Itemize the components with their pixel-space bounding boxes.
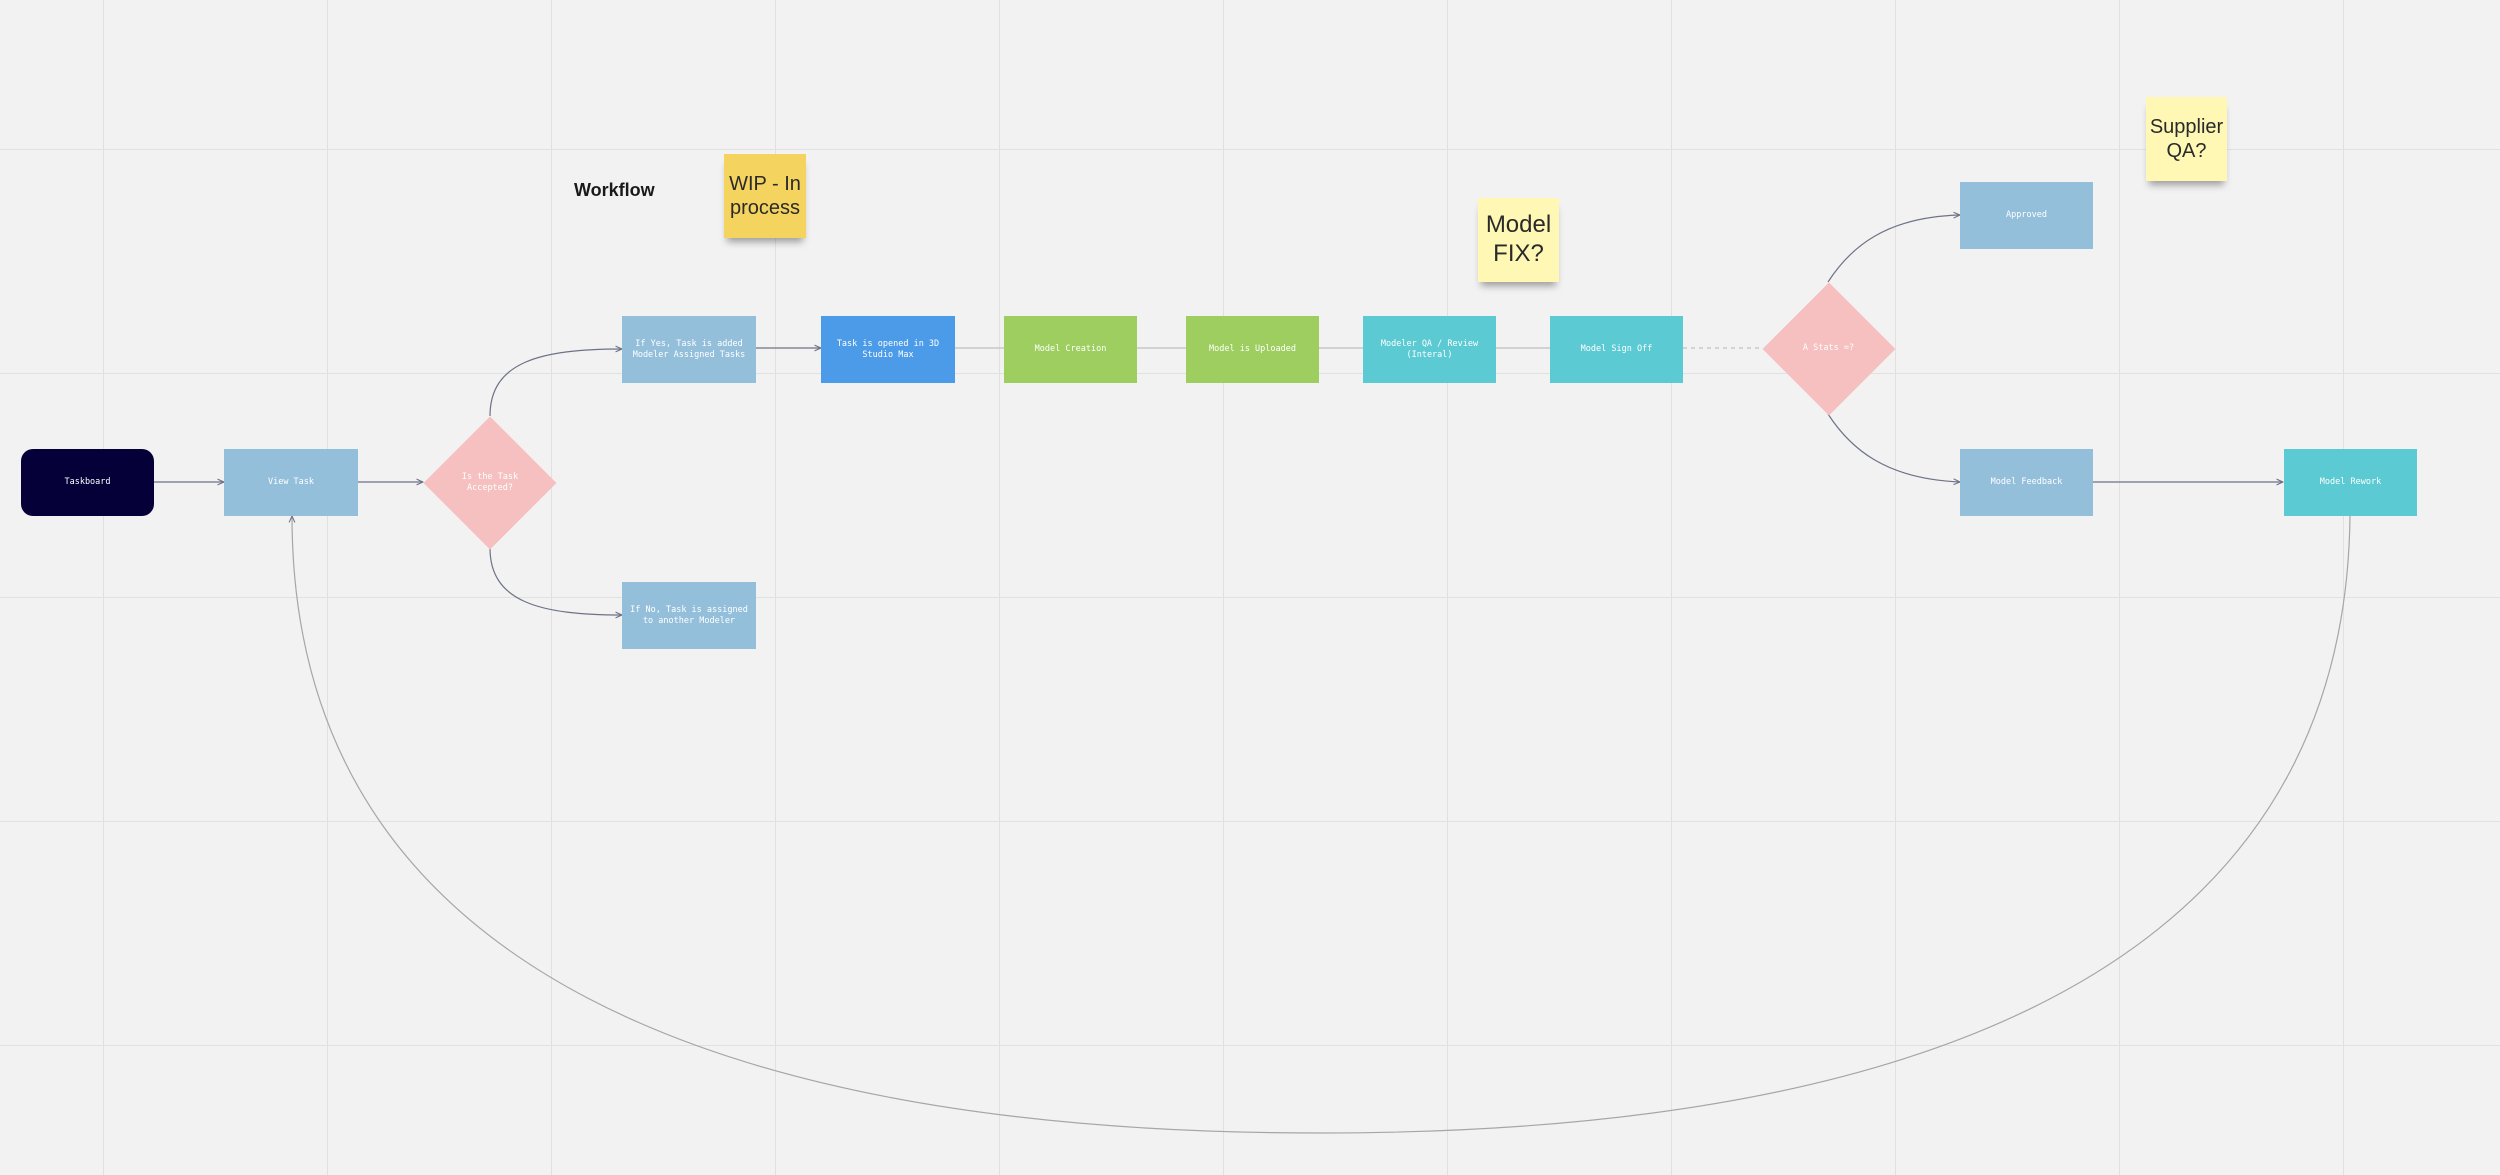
grid-line: [1671, 0, 1672, 1175]
grid-line: [1895, 0, 1896, 1175]
grid-line: [103, 0, 104, 1175]
grid-line: [0, 1045, 2500, 1046]
connector-status-feedback: [1827, 413, 1960, 482]
connector-decision-yes: [489, 349, 622, 417]
connector-status-approved: [1827, 215, 1960, 283]
node-model-feedback[interactable]: Model Feedback: [1960, 449, 2093, 516]
node-no-reassigned[interactable]: If No, Task is assigned to another Model…: [622, 582, 756, 649]
node-model-creation[interactable]: Model Creation: [1004, 316, 1137, 383]
grid-line: [327, 0, 328, 1175]
connector-rework-loopback: [292, 516, 2351, 1134]
node-model-uploaded[interactable]: Model is Uploaded: [1186, 316, 1319, 383]
grid-line: [999, 0, 1000, 1175]
node-approved[interactable]: Approved: [1960, 182, 2093, 249]
decision-task-accepted[interactable]: Is the Task Accepted?: [423, 416, 557, 550]
grid-line: [1223, 0, 1224, 1175]
grid-line: [0, 597, 2500, 598]
decision-label: Is the Task Accepted?: [461, 472, 519, 493]
grid-line: [551, 0, 552, 1175]
node-view-task[interactable]: View Task: [224, 449, 358, 516]
grid-line: [0, 149, 2500, 150]
grid-line: [775, 0, 776, 1175]
connector-decision-no: [489, 547, 622, 615]
node-taskboard[interactable]: Taskboard: [21, 449, 154, 516]
grid-line: [1447, 0, 1448, 1175]
node-model-rework[interactable]: Model Rework: [2284, 449, 2417, 516]
sticky-note-wip[interactable]: WIP - In process: [724, 154, 806, 238]
node-model-sign-off[interactable]: Model Sign Off: [1550, 316, 1683, 383]
node-yes-assigned[interactable]: If Yes, Task is added Modeler Assigned T…: [622, 316, 756, 383]
node-opened-3ds-max[interactable]: Task is opened in 3D Studio Max: [821, 316, 955, 383]
grid-line: [0, 821, 2500, 822]
sticky-note-supplier-qa[interactable]: Supplier QA?: [2146, 97, 2227, 181]
sticky-note-model-fix[interactable]: Model FIX?: [1478, 198, 1559, 282]
decision-status-check[interactable]: A Stats =?: [1762, 282, 1895, 415]
grid-line: [2119, 0, 2120, 1175]
decision-label: A Stats =?: [1802, 343, 1855, 354]
node-modeler-qa[interactable]: Modeler QA / Review (Interal): [1363, 316, 1496, 383]
grid-line: [2343, 0, 2344, 1175]
board-title: Workflow: [574, 180, 655, 200]
